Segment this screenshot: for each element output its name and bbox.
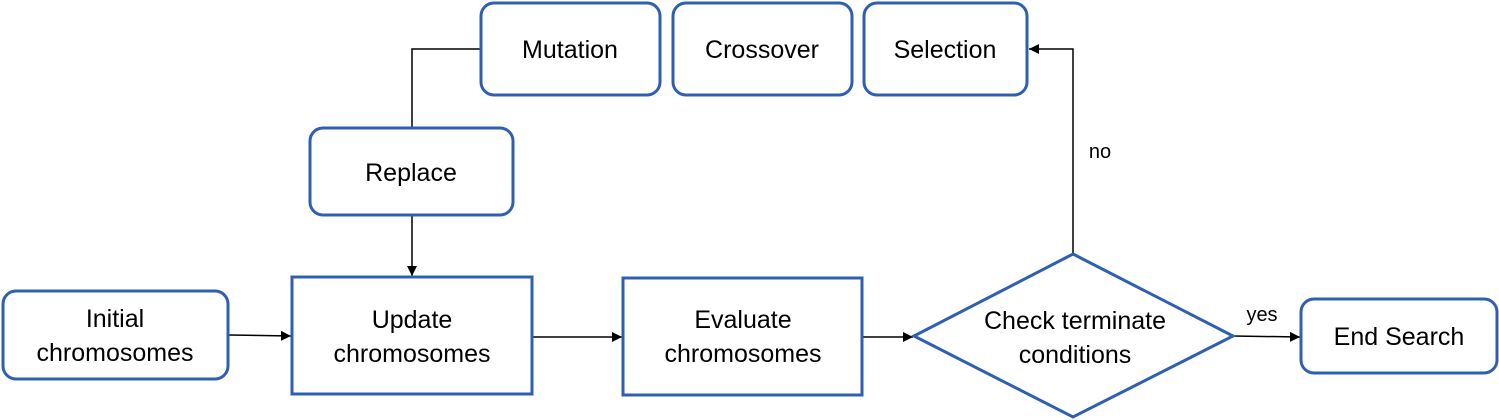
node-evaluate-line1: Evaluate	[694, 306, 791, 334]
edge-mutation-to-replace	[411, 48, 482, 128]
edge-check-to-selection	[1029, 44, 1074, 254]
edge-check-to-end	[1232, 331, 1301, 342]
node-update-line1: Update	[372, 306, 453, 334]
edge-label-yes: yes	[1246, 304, 1277, 326]
edges	[228, 44, 1301, 342]
node-initial-line1: Initial	[86, 305, 144, 333]
node-selection-label: Selection	[894, 36, 997, 64]
node-evaluate-line2: chromosomes	[665, 340, 822, 368]
node-update-chromosomes: Update chromosomes	[290, 275, 534, 396]
node-replace-label: Replace	[365, 159, 457, 187]
edge-label-no: no	[1089, 141, 1111, 163]
node-replace: Replace	[308, 126, 515, 217]
node-mutation-label: Mutation	[522, 36, 618, 64]
node-selection: Selection	[862, 1, 1029, 97]
node-initial-chromosomes: Initial chromosomes	[1, 289, 230, 381]
node-crossover-label: Crossover	[705, 36, 819, 64]
node-check-line1: Check terminate	[984, 307, 1166, 335]
node-mutation: Mutation	[479, 1, 662, 97]
node-end-label: End Search	[1334, 323, 1465, 351]
edge-initial-to-update	[228, 330, 292, 341]
node-initial-line2: chromosomes	[37, 339, 194, 367]
node-update-line2: chromosomes	[334, 340, 491, 368]
node-check-line2: conditions	[1019, 341, 1132, 369]
node-check-terminate: Check terminate conditions	[910, 252, 1237, 419]
node-crossover: Crossover	[671, 1, 854, 97]
node-evaluate-chromosomes: Evaluate chromosomes	[621, 276, 864, 397]
node-end-search: End Search	[1299, 297, 1499, 375]
